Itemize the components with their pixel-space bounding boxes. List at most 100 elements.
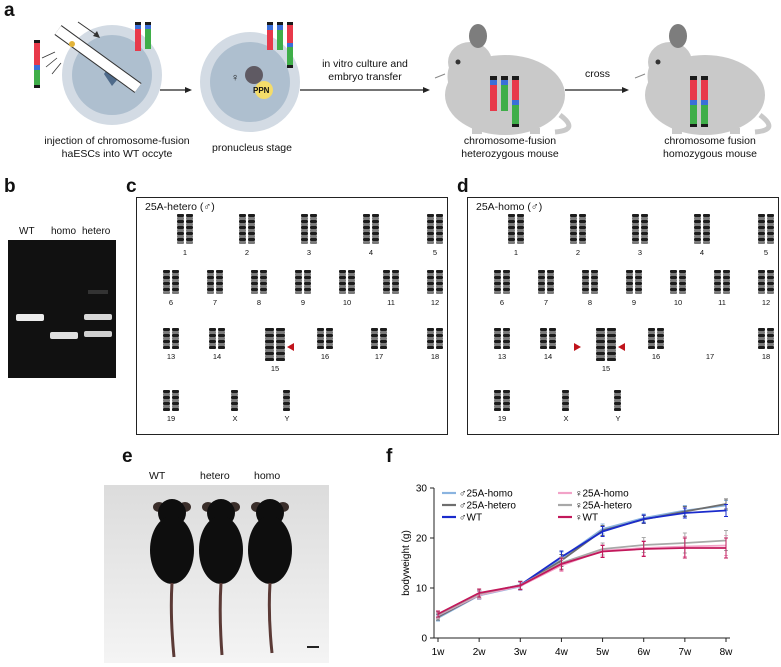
- chromosome-12: 12: [415, 270, 455, 307]
- chromosome-number: 8: [587, 298, 593, 307]
- x-tick-label: 3w: [514, 647, 528, 658]
- lane-label-wt: WT: [19, 226, 35, 237]
- chromosome-X: X: [546, 390, 586, 423]
- chromosome-number: 4: [368, 248, 374, 257]
- chromosome-icon: [34, 40, 40, 88]
- caption-pronucleus: pronucleus stage: [212, 142, 292, 154]
- mouse-hetero-icon: [434, 24, 572, 135]
- chromosome-8: 8: [239, 270, 279, 307]
- chromosome-11: 11: [371, 270, 411, 307]
- chromosome-number: 19: [497, 414, 507, 423]
- arrow-label-cross: cross: [584, 68, 611, 80]
- mouse-homo-icon: [634, 24, 772, 135]
- chromosome-number: 1: [513, 248, 519, 257]
- chromosome-number: Y: [615, 414, 621, 423]
- panel-a-schematic: [34, 21, 772, 135]
- legend-label: ♂25A-hetero: [459, 501, 516, 512]
- mouse-photo-hetero: [199, 499, 243, 656]
- chromosome-X: X: [215, 390, 255, 423]
- red-arrowhead-icon: [618, 343, 625, 351]
- chromosome-13: 13: [151, 328, 191, 361]
- chromosome-17: 17: [690, 328, 730, 361]
- arrow-label-culture: in vitro culture and embryo transfer: [322, 58, 408, 83]
- y-axis-label: bodyweight (g): [401, 530, 412, 596]
- chromosome-7: 7: [195, 270, 235, 307]
- chromosome-14: 14: [528, 328, 568, 361]
- chromosome-number: 11: [387, 298, 395, 307]
- ppn-icon: [255, 81, 273, 99]
- chromosome-13: 13: [482, 328, 522, 361]
- gel-band: [50, 332, 78, 339]
- lane-label-homo: homo: [51, 226, 77, 237]
- chromosome-19: 19: [151, 390, 191, 423]
- chromosome-14: 14: [197, 328, 237, 361]
- panel-e-label: e: [122, 446, 133, 467]
- chromosome-number: 11: [718, 298, 726, 307]
- series-line: [437, 509, 727, 617]
- y-tick-label: 10: [416, 584, 428, 595]
- red-arrowhead-icon: [287, 343, 294, 351]
- ppn-label: PPN: [253, 86, 270, 95]
- chromosome-number: 19: [166, 414, 176, 423]
- chromosome-16: 16: [305, 328, 345, 361]
- chromosome-number: 6: [168, 298, 174, 307]
- chromosome-number: 10: [673, 298, 683, 307]
- chromosome-number: 3: [306, 248, 312, 257]
- chromosome-number: 14: [212, 352, 222, 361]
- chromosome-number: 4: [699, 248, 705, 257]
- gel-image: [8, 240, 116, 378]
- chromosome-number: 7: [543, 298, 549, 307]
- chromosome-15: 15: [255, 328, 295, 373]
- chromosome-number: 10: [342, 298, 352, 307]
- chromosome-1: 1: [165, 214, 205, 257]
- x-tick-label: 1w: [432, 647, 446, 658]
- chromosome-number: 3: [637, 248, 643, 257]
- chromosome-19: 19: [482, 390, 522, 423]
- panel-c-label: c: [126, 176, 137, 197]
- chromosome-pair-icon: [135, 22, 151, 51]
- chromosome-15: 15: [586, 328, 626, 373]
- caption-hetero-mouse: chromosome-fusion heterozygous mouse: [461, 135, 559, 160]
- chromosome-16: 16: [636, 328, 676, 361]
- chromosome-1: 1: [496, 214, 536, 257]
- chromosome-number: 13: [166, 352, 176, 361]
- chromosome-10: 10: [658, 270, 698, 307]
- chromosome-number: 5: [763, 248, 769, 257]
- arrow-icon: [77, 21, 99, 37]
- chromosome-number: 6: [499, 298, 505, 307]
- x-tick-label: 8w: [720, 647, 734, 658]
- x-tick-label: 4w: [555, 647, 569, 658]
- chromosome-9: 9: [614, 270, 654, 307]
- chromosome-number: 12: [761, 298, 771, 307]
- chromosome-number: 2: [244, 248, 250, 257]
- chromosome-trio-icon: [267, 22, 293, 68]
- mice-photo: [104, 485, 329, 663]
- chromosome-17: 17: [359, 328, 399, 361]
- chromosome-7: 7: [526, 270, 566, 307]
- mouse-label-wt: WT: [149, 470, 166, 482]
- y-tick-label: 0: [421, 634, 427, 645]
- chromosome-5: 5: [415, 214, 455, 257]
- chromosome-6: 6: [151, 270, 191, 307]
- injection-pipette-icon: [54, 25, 142, 93]
- x-tick-label: 5w: [596, 647, 610, 658]
- caption-homo-mouse: chromosome fusion homozygous mouse: [663, 135, 757, 160]
- gel-band: [84, 314, 112, 320]
- x-tick-label: 2w: [473, 647, 487, 658]
- chromosome-number: 12: [430, 298, 440, 307]
- chromosome-number: 16: [320, 352, 330, 361]
- chromosome-number: 9: [631, 298, 637, 307]
- chromosome-number: X: [232, 414, 238, 423]
- chromosome-number: 18: [430, 352, 440, 361]
- chromosome-number: 5: [432, 248, 438, 257]
- chromosome-number: 9: [300, 298, 306, 307]
- chromosome-number: 7: [212, 298, 218, 307]
- y-tick-label: 30: [416, 484, 428, 495]
- panel-a-label: a: [4, 0, 15, 21]
- chromosome-number: 17: [705, 352, 715, 361]
- gel-band: [84, 331, 112, 337]
- chromosome-Y: Y: [598, 390, 638, 423]
- mouse-photo-wt: [150, 499, 194, 658]
- chromosome-3: 3: [620, 214, 660, 257]
- chromosome-number: 15: [601, 364, 611, 373]
